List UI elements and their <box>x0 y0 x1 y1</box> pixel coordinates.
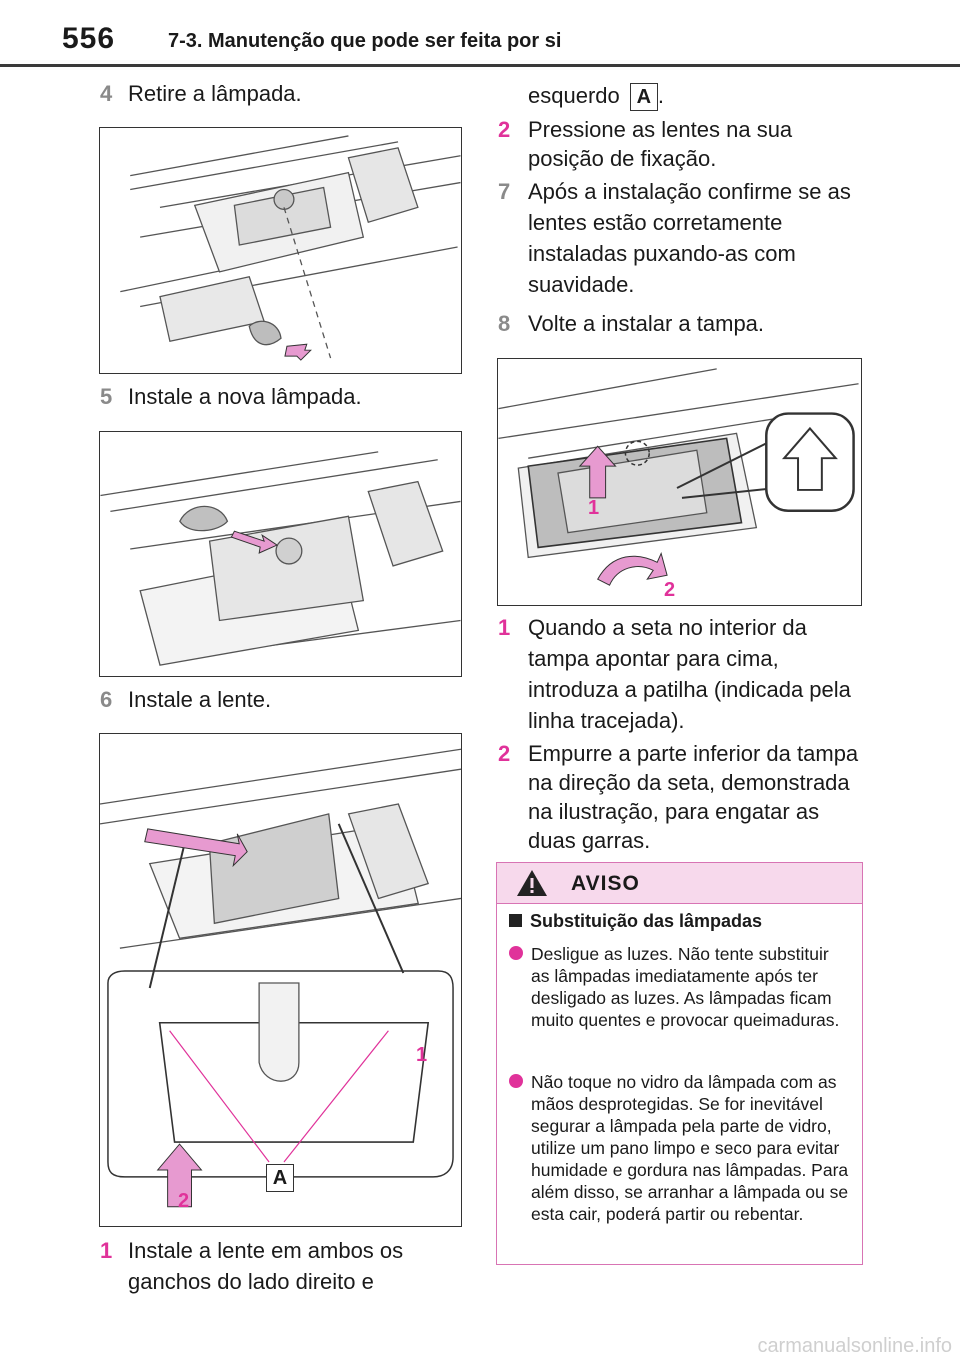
warning-item-text: Não toque no vidro da lâmpada com as mão… <box>531 1072 849 1224</box>
warning-item-text: Desligue as luzes. Não tente substituir … <box>531 944 840 1030</box>
continuation-text: esquerdo <box>528 83 620 108</box>
warning-box: AVISO Substituição das lâmpadas Desligue… <box>496 862 863 1265</box>
step-number: 7 <box>498 179 511 204</box>
figure-label-1: 1 <box>416 1044 428 1066</box>
substep-1-cover: 1 Quando a seta no interior da tampa apo… <box>498 612 868 736</box>
figure-install-bulb <box>99 431 462 677</box>
square-bullet-icon <box>509 914 522 927</box>
header-divider <box>0 64 960 67</box>
step-text: Instale a lente. <box>128 687 272 712</box>
substep-text: Instale a lente em ambos os ganchos do l… <box>128 1238 404 1294</box>
page-header: 556 7-3. Manutenção que pode ser feita p… <box>0 0 960 70</box>
warning-item-2: Não toque no vidro da lâmpada com as mão… <box>509 1071 849 1225</box>
reference-label-a: A <box>629 83 658 112</box>
figure-label-1: 1 <box>588 497 600 519</box>
step-text: Retire a lâmpada. <box>128 81 302 106</box>
substep-number: 2 <box>498 117 511 142</box>
step-text: Instale a nova lâmpada. <box>128 384 362 409</box>
bullet-dot-icon <box>509 946 523 960</box>
substep-text: Quando a seta no interior da tampa apont… <box>528 615 851 733</box>
substep-2-lens: 2 Pressione as lentes na sua posição de … <box>498 115 863 173</box>
substep-number: 1 <box>100 1238 113 1263</box>
warning-triangle-icon <box>517 870 547 896</box>
page-number: 556 <box>62 22 116 55</box>
substep-number: 1 <box>498 615 511 640</box>
step-4: 4 Retire a lâmpada. <box>100 78 460 109</box>
figure-remove-bulb <box>99 127 462 374</box>
step-7: 7 Após a instalação confirme se as lente… <box>498 176 863 300</box>
illustration-remove-bulb <box>120 135 461 361</box>
step-continuation: esquerdo A. <box>528 80 868 112</box>
warning-subtitle: Substituição das lâmpadas <box>509 911 762 932</box>
illustration-install-cover <box>498 368 859 586</box>
section-title: 7-3. Manutenção que pode ser feita por s… <box>168 30 562 52</box>
figure-install-lens: 1 2 A <box>99 733 462 1227</box>
figure-label-a: A <box>266 1164 294 1192</box>
step-text: Volte a instalar a tampa. <box>528 311 765 336</box>
substep-text: Empurre a parte inferior da tampa na dir… <box>528 741 859 853</box>
step-5: 5 Instale a nova lâmpada. <box>100 381 460 412</box>
step-8: 8 Volte a instalar a tampa. <box>498 308 863 339</box>
step-number: 8 <box>498 311 511 336</box>
step-number: 6 <box>100 687 113 712</box>
bullet-dot-icon <box>509 1074 523 1088</box>
warning-header: AVISO <box>497 863 862 904</box>
figure-label-2: 2 <box>664 579 676 601</box>
step-number: 4 <box>100 81 113 106</box>
illustration-install-lens <box>100 748 461 1208</box>
substep-text: Pressione as lentes na sua posição de fi… <box>528 117 793 171</box>
illustration-install-bulb <box>100 451 461 666</box>
substep-2-cover: 2 Empurre a parte inferior da tampa na d… <box>498 739 868 855</box>
step-number: 5 <box>100 384 113 409</box>
warning-title: AVISO <box>571 872 640 895</box>
figure-install-cover: 1 2 <box>497 358 862 606</box>
step-6: 6 Instale a lente. <box>100 684 460 715</box>
substep-1: 1 Instale a lente em ambos os ganchos do… <box>100 1235 470 1297</box>
substep-number: 2 <box>498 741 511 766</box>
warning-item-1: Desligue as luzes. Não tente substituir … <box>509 943 849 1031</box>
figure-label-2: 2 <box>178 1190 190 1212</box>
step-text: Após a instalação confirme se as lentes … <box>528 179 851 297</box>
footer-watermark: carmanualsonline.info <box>757 1335 952 1357</box>
